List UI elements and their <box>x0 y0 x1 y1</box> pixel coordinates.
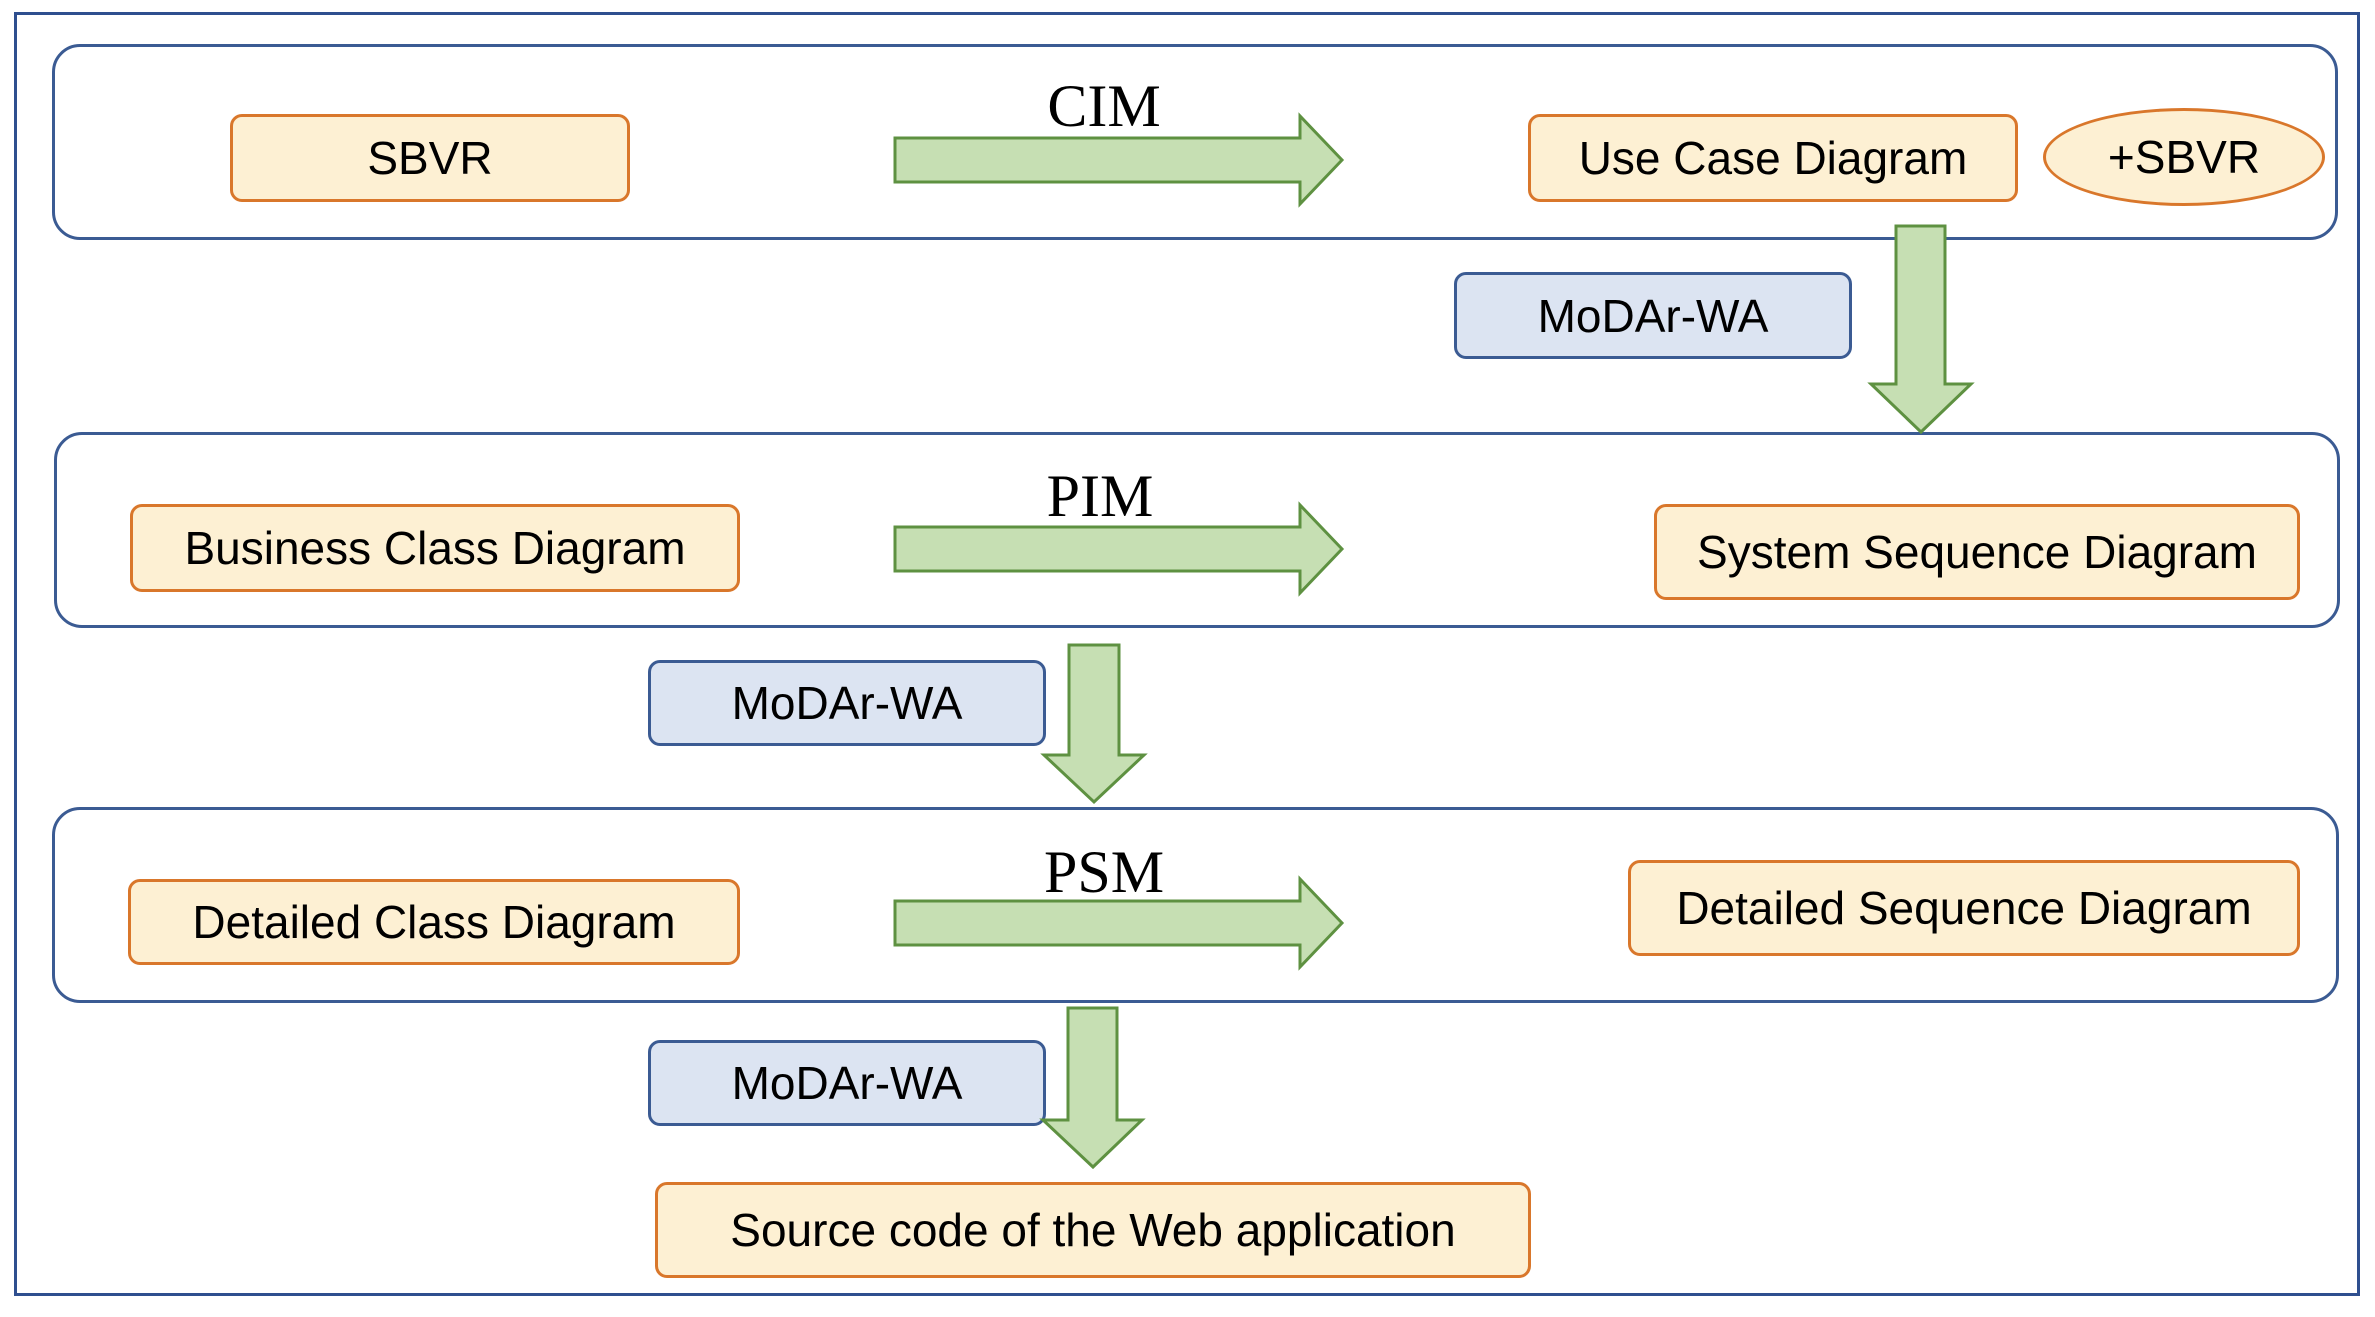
detailed-class-diagram-model: Detailed Class Diagram <box>128 879 740 965</box>
sbvr-model: SBVR <box>230 114 630 202</box>
modar-wa-tool-psm-to-code: MoDAr-WA <box>648 1040 1046 1126</box>
sbvr-annotation-ellipse: +SBVR <box>2043 108 2325 206</box>
detailed-sequence-diagram-model: Detailed Sequence Diagram <box>1628 860 2300 956</box>
pim-level-title: PIM <box>1046 463 1154 529</box>
system-sequence-diagram-model: System Sequence Diagram <box>1654 504 2300 600</box>
business-class-diagram-model: Business Class Diagram <box>130 504 740 592</box>
use-case-diagram-model: Use Case Diagram <box>1528 114 2018 202</box>
outer-frame <box>14 12 2360 1296</box>
modar-wa-tool-pim-to-psm: MoDAr-WA <box>648 660 1046 746</box>
cim-level-title: CIM <box>1047 73 1161 139</box>
modar-wa-tool-cim-to-pim: MoDAr-WA <box>1454 272 1852 359</box>
psm-level-title: PSM <box>1043 839 1165 905</box>
source-code-output: Source code of the Web application <box>655 1182 1531 1278</box>
